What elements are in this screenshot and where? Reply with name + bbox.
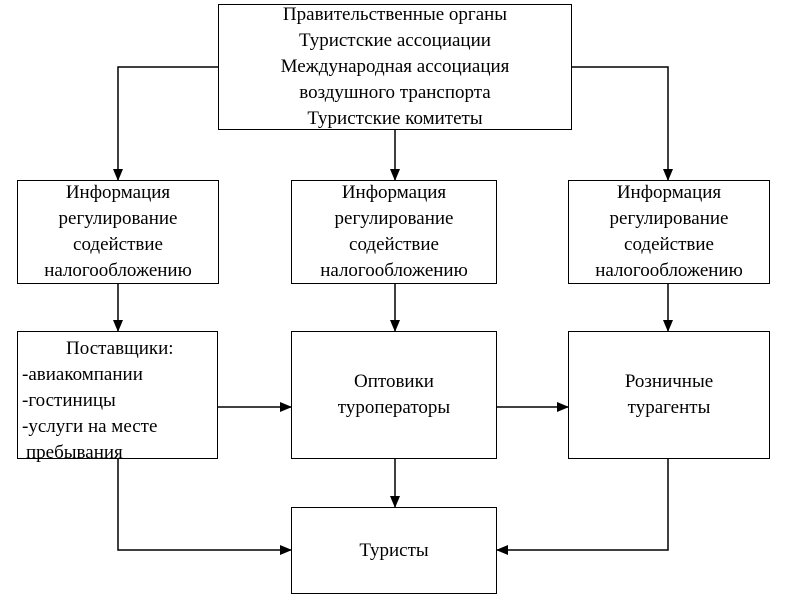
top-box-line-2: Туристские ассоциации bbox=[299, 30, 491, 51]
info-box-left-line-3: содействие bbox=[73, 234, 163, 255]
top-box-line-5: Туристские комитеты bbox=[307, 108, 483, 129]
info-box-right-line-2: регулирование bbox=[609, 208, 729, 229]
retailers-line-2: турагенты bbox=[627, 397, 711, 418]
suppliers-item-stay: пребывания bbox=[26, 442, 123, 463]
info-box-middle: Информация регулирование содействие нало… bbox=[291, 180, 497, 284]
arrow-retailers-to-tourists bbox=[496, 459, 669, 555]
info-box-right-line-3: содействие bbox=[624, 234, 714, 255]
arrow-top-to-info-right bbox=[572, 66, 673, 181]
tourists-box: Туристы bbox=[291, 507, 497, 594]
info-box-left-line-4: налогообложению bbox=[44, 260, 192, 281]
wholesalers-box: Оптовики туроператоры bbox=[291, 331, 497, 459]
retailers-line-1: Розничные bbox=[624, 371, 714, 392]
info-box-right-line-4: налогообложению bbox=[595, 260, 743, 281]
suppliers-title: Поставщики: bbox=[66, 338, 174, 359]
info-box-middle-line-2: регулирование bbox=[334, 208, 454, 229]
retailers-box: Розничные турагенты bbox=[568, 331, 770, 459]
info-box-left-line-1: Информация bbox=[65, 182, 171, 203]
top-box-line-1: Правительственные органы bbox=[282, 4, 508, 25]
top-box-line-3: Международная ассоциация bbox=[280, 56, 510, 77]
info-box-middle-line-3: содействие bbox=[349, 234, 439, 255]
info-box-right-line-1: Информация bbox=[616, 182, 722, 203]
arrow-suppliers-to-tourists bbox=[117, 459, 292, 555]
tourists-label: Туристы bbox=[359, 539, 429, 561]
wholesalers-line-1: Оптовики bbox=[354, 371, 434, 392]
suppliers-item-local-services: -услуги на месте bbox=[22, 416, 158, 437]
info-box-left-line-2: регулирование bbox=[58, 208, 178, 229]
suppliers-item-airlines: -авиакомпании bbox=[22, 364, 143, 385]
wholesalers-line-2: туроператоры bbox=[337, 397, 451, 418]
top-box-line-4: воздушного транспорта bbox=[299, 82, 491, 103]
suppliers-box: Поставщики: -авиакомпании -гостиницы -ус… bbox=[17, 331, 218, 463]
info-box-right: Информация регулирование содействие нало… bbox=[568, 180, 770, 284]
info-box-left: Информация регулирование содействие нало… bbox=[17, 180, 219, 284]
arrow-top-to-info-left bbox=[113, 66, 218, 181]
info-box-middle-line-4: налогообложению bbox=[320, 260, 468, 281]
suppliers-item-hotels: -гостиницы bbox=[22, 390, 116, 411]
government-bodies-box: Правительственные органы Туристские ассо… bbox=[218, 4, 572, 130]
info-box-middle-line-1: Информация bbox=[341, 182, 447, 203]
